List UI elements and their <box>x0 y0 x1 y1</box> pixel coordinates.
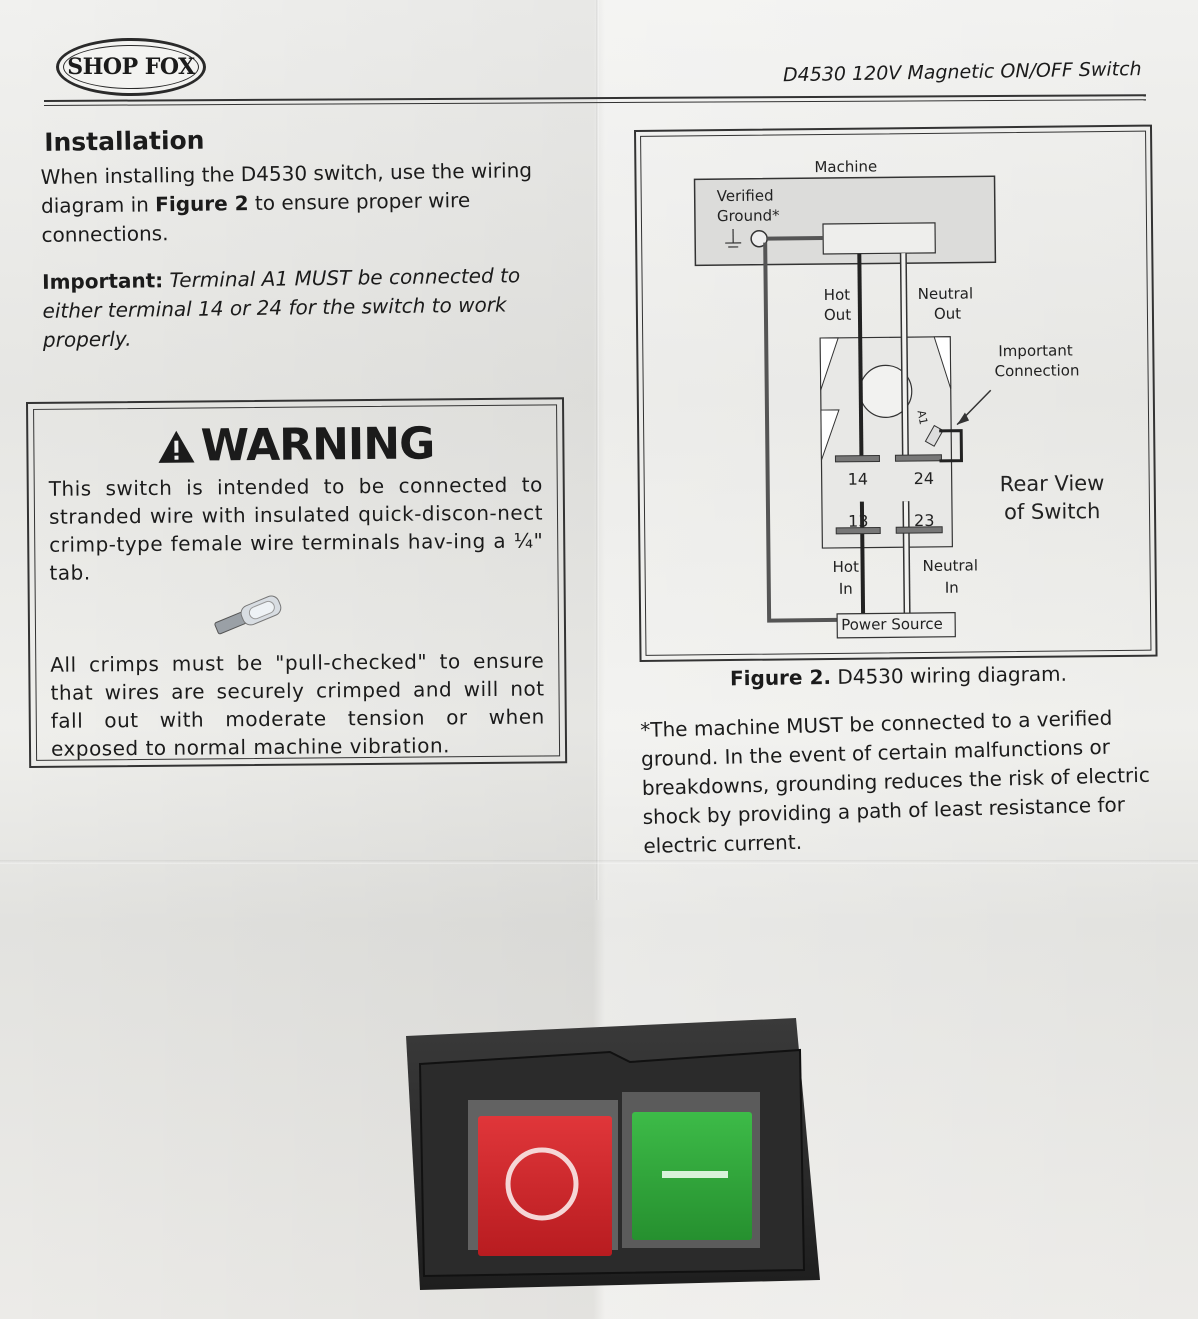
warning-text-2: All crimps must be "pull-checked" to ens… <box>50 648 545 761</box>
warning-heading: WARNING <box>48 417 542 472</box>
power-source-box <box>836 612 956 639</box>
verified-label: Verified <box>716 186 774 206</box>
paper-fold <box>0 860 1198 864</box>
hot-in-label: Hot <box>832 557 860 576</box>
neutral-out-label-2: Out <box>933 304 962 323</box>
rear-view-label: Rear View <box>999 471 1105 497</box>
terminal-a1-label: A1 <box>914 409 931 426</box>
figure-ref: Figure 2 <box>155 191 249 217</box>
hot-out-label-2: Out <box>823 305 852 325</box>
ground-footnote: *The machine MUST be connected to a veri… <box>640 705 1151 858</box>
terminal-13-label: 13 <box>848 511 869 531</box>
wiring-diagram-figure: Machine Verified Ground* Hot Out Neutral… <box>634 124 1158 662</box>
magnetic-switch <box>400 1000 830 1300</box>
important-label: Important: <box>41 268 164 294</box>
on-symbol-icon <box>662 1171 728 1178</box>
crimp-terminal-icon <box>210 593 290 638</box>
paper-fold <box>596 0 599 900</box>
power-source-label: Power Source <box>841 614 943 634</box>
figure-caption: Figure 2. D4530 wiring diagram. <box>730 662 1067 691</box>
terminal-14-label: 14 <box>847 469 869 489</box>
off-button[interactable] <box>478 1116 612 1256</box>
logo-text: SHOP FOX <box>67 54 195 80</box>
hot-out-label: Hot <box>823 285 851 305</box>
warning-box: WARNING This switch is intended to be co… <box>26 397 568 768</box>
neutral-in-label: Neutral <box>922 556 979 576</box>
important-note: Important: Terminal A1 MUST be connected… <box>42 261 569 355</box>
rear-view-label-2: of Switch <box>1003 499 1101 525</box>
hot-in-label-2: In <box>838 579 853 598</box>
terminal-23-label: 23 <box>914 510 935 531</box>
installation-intro: When installing the D4530 switch, use th… <box>40 156 567 250</box>
neutral-out-label: Neutral <box>917 284 974 304</box>
important-connection-label: Important <box>998 341 1073 361</box>
off-symbol-icon <box>505 1147 579 1221</box>
figure-label: Figure 2. <box>729 664 832 691</box>
warning-text-1: This switch is intended to be connected … <box>48 472 544 585</box>
terminal-24-label: 24 <box>913 468 935 489</box>
machine-terminal-block <box>822 222 936 255</box>
installation-heading: Installation <box>43 125 205 157</box>
wiring-diagram <box>693 175 997 639</box>
machine-label: Machine <box>814 157 878 177</box>
figure-caption-text: D4530 wiring diagram. <box>830 661 1068 689</box>
warning-triangle-icon <box>156 428 196 464</box>
warning-title: WARNING <box>200 418 435 472</box>
installation-section: Installation When installing the D4530 s… <box>36 121 569 369</box>
ground-label: Ground* <box>716 206 780 226</box>
neutral-in-label-2: In <box>944 578 959 597</box>
important-connection-label-2: Connection <box>994 361 1080 381</box>
shop-fox-logo: SHOP FOX <box>56 38 206 96</box>
